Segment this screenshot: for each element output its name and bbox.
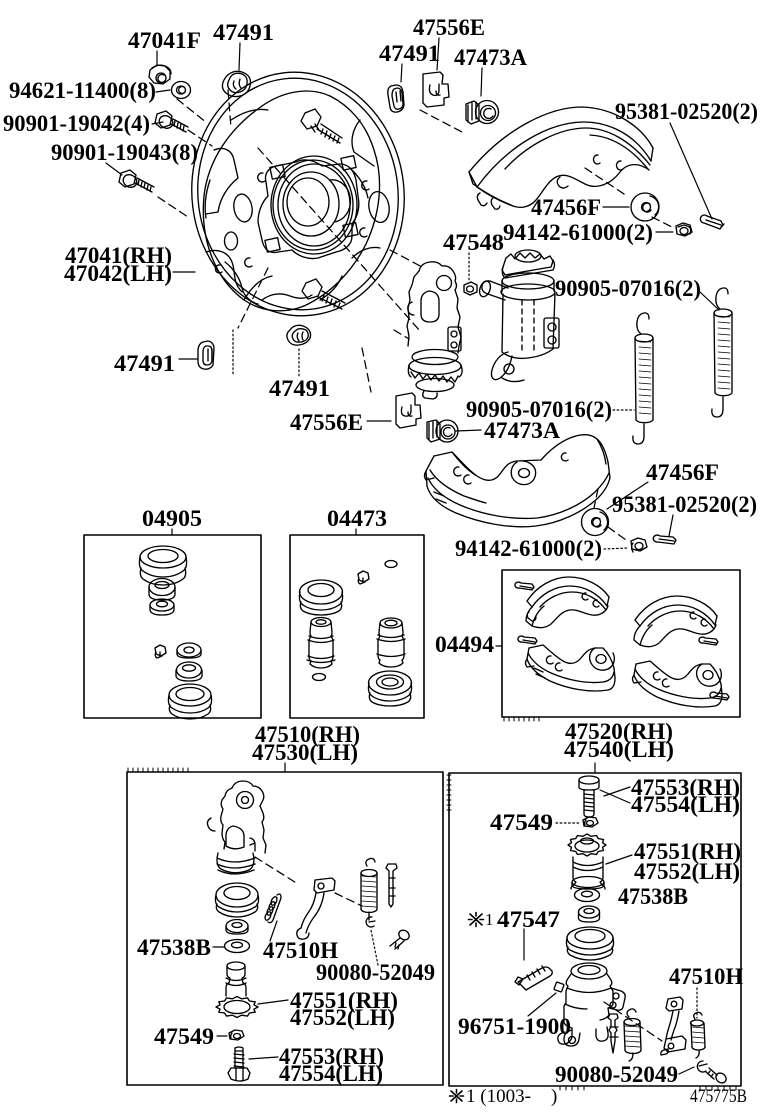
svg-text:95381-02520(2): 95381-02520(2) — [615, 99, 758, 125]
svg-text:47548: 47548 — [443, 230, 504, 256]
svg-text:47473A: 47473A — [484, 418, 560, 444]
svg-text:47547: 47547 — [497, 907, 560, 933]
svg-text:94621-11400(8): 94621-11400(8) — [9, 78, 156, 104]
svg-text:47549: 47549 — [490, 810, 553, 836]
svg-text:47530(LH): 47530(LH) — [252, 740, 358, 766]
svg-text:90901-19043(8): 90901-19043(8) — [51, 140, 198, 166]
svg-text:90080-52049: 90080-52049 — [316, 960, 435, 986]
svg-text:47510H: 47510H — [263, 938, 338, 964]
svg-text:47042(LH): 47042(LH) — [64, 261, 172, 287]
svg-text:): ) — [551, 1086, 557, 1107]
svg-text:94142-61000(2): 94142-61000(2) — [503, 220, 653, 246]
svg-text:90905-07016(2): 90905-07016(2) — [466, 397, 612, 423]
svg-text:96751-1900: 96751-1900 — [458, 1014, 571, 1040]
svg-text:47549: 47549 — [154, 1024, 214, 1050]
svg-text:47473A: 47473A — [454, 45, 527, 71]
svg-text:47510(RH): 47510(RH) — [255, 722, 360, 748]
svg-text:1: 1 — [485, 910, 494, 929]
svg-text:90080-52049: 90080-52049 — [555, 1062, 678, 1088]
svg-text:47491: 47491 — [379, 41, 440, 67]
svg-text:47538B: 47538B — [137, 935, 211, 961]
svg-text:47538B: 47538B — [618, 884, 688, 910]
svg-text:47554(LH): 47554(LH) — [631, 792, 740, 818]
svg-text:1 (1003-: 1 (1003- — [466, 1086, 531, 1107]
svg-text:47556E: 47556E — [413, 15, 485, 41]
svg-text:47510H: 47510H — [669, 964, 743, 990]
svg-text:04473: 04473 — [327, 506, 387, 532]
svg-text:47520(RH): 47520(RH) — [565, 719, 673, 745]
svg-text:47556E: 47556E — [290, 410, 363, 436]
svg-text:90905-07016(2): 90905-07016(2) — [555, 276, 701, 302]
svg-text:47491: 47491 — [213, 20, 274, 46]
svg-text:47491: 47491 — [114, 351, 175, 377]
svg-text:94142-61000(2): 94142-61000(2) — [455, 536, 602, 562]
svg-text:04905: 04905 — [142, 506, 202, 532]
svg-text:90901-19042(4): 90901-19042(4) — [3, 111, 150, 137]
svg-text:47554(LH): 47554(LH) — [279, 1061, 383, 1087]
svg-text:47456F: 47456F — [646, 460, 719, 486]
svg-text:47553(RH): 47553(RH) — [279, 1044, 384, 1070]
svg-text:47551(RH): 47551(RH) — [290, 988, 398, 1014]
svg-text:47552(LH): 47552(LH) — [290, 1005, 395, 1031]
svg-text:475775B: 475775B — [690, 1086, 747, 1107]
svg-text:47491: 47491 — [269, 376, 330, 402]
svg-text:47041(RH): 47041(RH) — [65, 243, 172, 269]
svg-text:47041F: 47041F — [128, 28, 201, 54]
svg-text:95381-02520(2): 95381-02520(2) — [612, 492, 757, 518]
svg-text:47456F: 47456F — [531, 195, 601, 221]
svg-text:47552(LH): 47552(LH) — [634, 859, 740, 885]
svg-text:04494: 04494 — [435, 632, 494, 658]
svg-text:47540(LH): 47540(LH) — [564, 737, 674, 763]
svg-text:47551(RH): 47551(RH) — [634, 839, 741, 865]
svg-text:47553(RH): 47553(RH) — [631, 775, 740, 801]
